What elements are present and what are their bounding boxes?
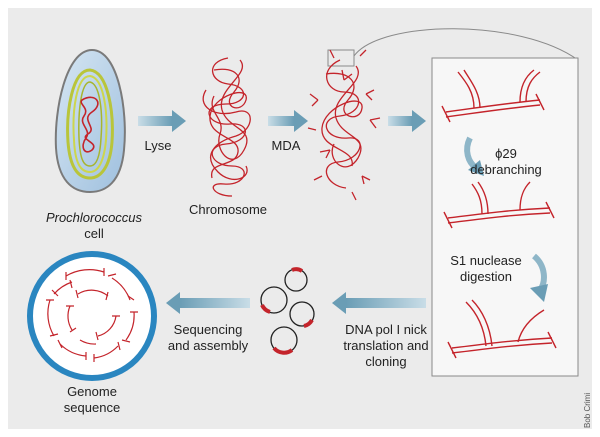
genome-label-line2: sequence xyxy=(64,400,120,415)
genome-label-line1: Genome xyxy=(67,384,117,399)
sequencing-label-line2: and assembly xyxy=(168,338,249,353)
phi29-label-line1: ϕ29 xyxy=(495,146,517,161)
dnapol-label-line2: translation and xyxy=(343,338,428,353)
cell-word-label: cell xyxy=(84,226,104,241)
genome-ring xyxy=(27,251,157,381)
s1-curved-arrow xyxy=(530,253,548,302)
plasmid-clones xyxy=(260,267,315,355)
sequencing-arrow xyxy=(166,292,250,314)
sequencing-label-line1: Sequencing xyxy=(174,322,243,337)
debranched-dna-detail xyxy=(443,181,555,229)
lyse-label: Lyse xyxy=(145,138,172,153)
lyse-arrow xyxy=(138,110,186,132)
debranching-curved-arrow xyxy=(464,136,484,176)
to-panel-arrow xyxy=(388,110,426,132)
zoom-connector xyxy=(353,28,579,376)
mda-label: MDA xyxy=(272,138,301,153)
chromosome-tangle xyxy=(202,57,251,197)
artist-credit: Bob Crimi xyxy=(583,393,592,428)
prochlorococcus-cell xyxy=(54,48,126,194)
mda-branched-dna xyxy=(307,49,381,201)
dnapol-label-line1: DNA pol I nick xyxy=(345,322,427,337)
dnapol-label-line3: cloning xyxy=(365,354,406,369)
nucleoid-dna xyxy=(80,96,99,153)
dnapol-arrow xyxy=(332,292,426,314)
s1-label-line2: digestion xyxy=(460,269,512,284)
digested-dna-detail xyxy=(447,299,557,359)
branched-dna-detail xyxy=(441,69,545,123)
zoom-box xyxy=(327,49,355,67)
cell-name-label: Prochlorococcus xyxy=(46,210,143,225)
chromosome-label: Chromosome xyxy=(189,202,267,217)
s1-label-line1: S1 nuclease xyxy=(450,253,522,268)
mda-arrow xyxy=(268,110,308,132)
phi29-label-line2: debranching xyxy=(470,162,542,177)
